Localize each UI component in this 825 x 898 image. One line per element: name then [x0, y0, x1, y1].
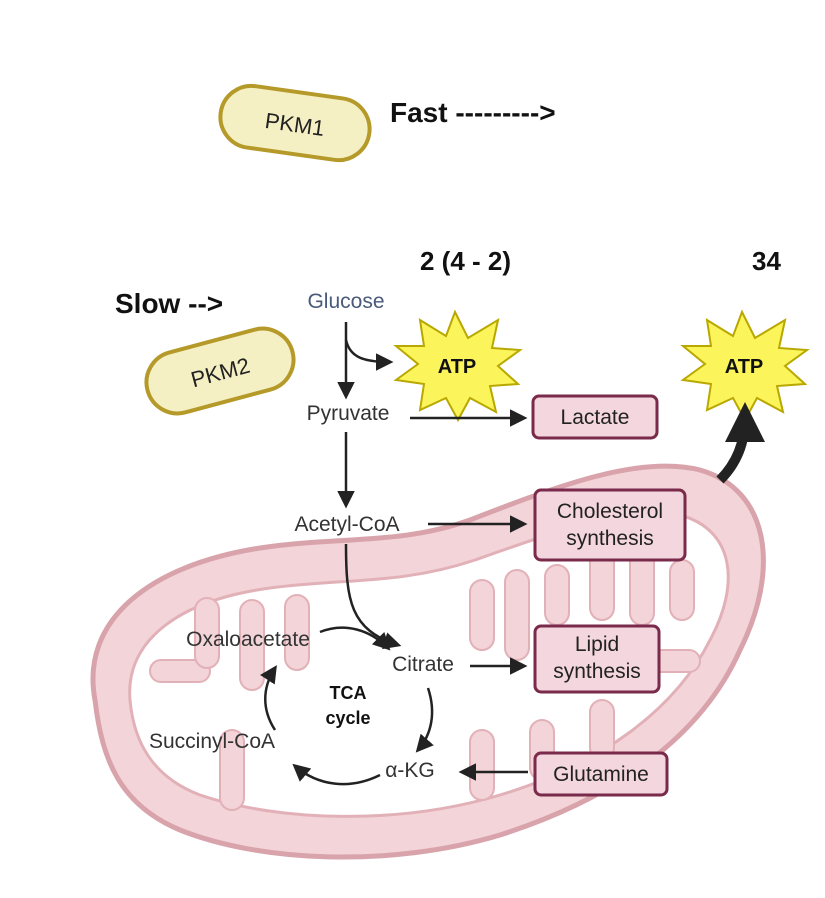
lactate-box: Lactate — [531, 394, 659, 440]
tca-label-line1: TCA — [330, 683, 367, 703]
succinyl-coa-label: Succinyl-CoA — [149, 730, 275, 753]
lipid-synthesis-box: Lipid synthesis — [533, 624, 661, 694]
citrate-label: Citrate — [392, 653, 454, 676]
lactate-label: Lactate — [561, 406, 630, 429]
cholesterol-synthesis-box: Cholesterol synthesis — [533, 488, 687, 562]
tca-label-line2: cycle — [325, 708, 370, 728]
atp-burst-left: ATP — [393, 309, 523, 423]
atp-label-left: ATP — [438, 356, 477, 378]
atp-burst-right: ATP — [680, 309, 810, 423]
pkm2-enzyme: PKM2 — [144, 326, 296, 416]
atp-starburst-shape — [393, 309, 523, 423]
pkm1-pill — [218, 83, 372, 163]
cholesterol-label-line2: synthesis — [566, 527, 654, 550]
glutamine-box: Glutamine — [533, 751, 669, 797]
glucose-label: Glucose — [307, 290, 384, 313]
lipid-label-line1: Lipid — [575, 633, 619, 656]
mitochondrion-inner-membrane — [128, 511, 730, 818]
pkm1-enzyme: PKM1 — [218, 83, 372, 163]
oxaloacetate-label: Oxaloacetate — [186, 628, 310, 651]
mitochondrion — [90, 463, 766, 860]
glucose-to-atp-arrow — [344, 339, 394, 371]
pyruvate-label: Pyruvate — [307, 402, 390, 425]
succinyl-to-oxaloacetate-arrow — [260, 665, 277, 731]
atp-oxidative-count: 34 — [752, 246, 781, 276]
citrate-to-akg-arrow — [415, 687, 434, 753]
pkm2-pill — [144, 326, 296, 416]
oxaloacetate-to-citrate-arrow — [319, 626, 391, 651]
mito-to-atp-arrow — [716, 402, 765, 484]
akg-label: α-KG — [385, 759, 434, 782]
atp-label-right: ATP — [725, 356, 764, 378]
pkm1-speed-label: Fast ---------> — [390, 97, 556, 128]
cholesterol-label-line1: Cholesterol — [557, 500, 663, 523]
glutamine-label: Glutamine — [553, 763, 649, 786]
lipid-label-line2: synthesis — [553, 660, 641, 683]
akg-to-succinyl-arrow — [292, 763, 381, 786]
acetyl-coa-label: Acetyl-CoA — [294, 513, 399, 536]
atp-glycolysis-count: 2 (4 - 2) — [420, 246, 511, 276]
pkm2-speed-label: Slow --> — [115, 288, 223, 319]
